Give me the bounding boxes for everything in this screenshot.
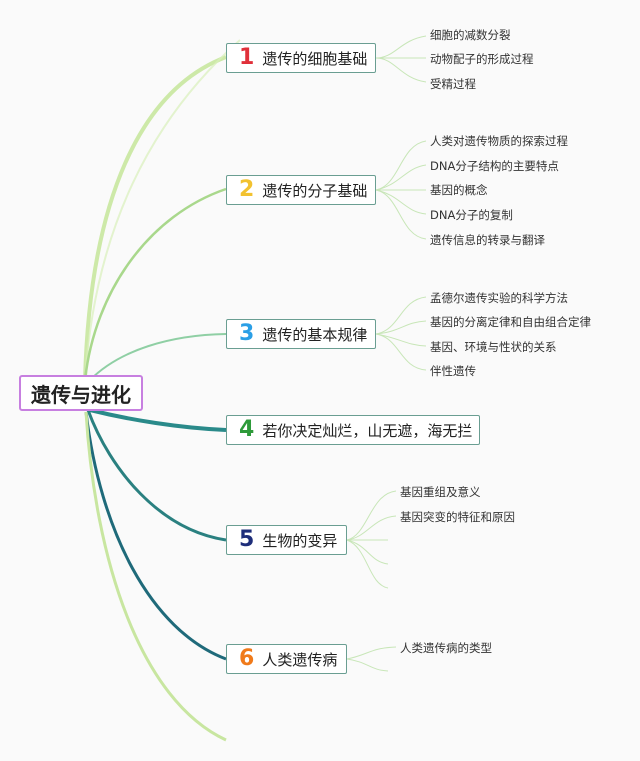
leaf-lines-3 [375,296,427,371]
link-root-branch-2 [83,187,227,381]
branch-label-6: 人类遗传病 [262,650,338,669]
root-node[interactable]: 遗传与进化 [19,375,143,411]
branch-label-4: 若你决定灿烂，山无遮，海无拦 [262,421,473,440]
leaf-3-1: 孟德尔遗传实验的科学方法 [430,291,568,305]
link-root-top-tail [84,39,241,381]
leaf-lines-2 [375,140,427,240]
branch-number-2: 2 [239,177,255,202]
leaf-6-1: 人类遗传病的类型 [400,641,492,655]
link-root-bottom-tail [84,411,227,742]
branch-label-3: 遗传的基本规律 [262,325,368,344]
branch-label-2: 遗传的分子基础 [262,181,368,200]
leaf-lines-5 [346,490,397,589]
link-root-branch-5 [86,409,227,542]
branch-number-4: 4 [239,417,255,442]
branch-node-3[interactable]: 3 遗传的基本规律 [226,319,376,349]
branch-number-1: 1 [239,45,255,70]
leaf-5-1: 基因重组及意义 [400,485,481,499]
branch-node-4[interactable]: 4 若你决定灿烂，山无遮，海无拦 [226,415,480,445]
leaf-lines-1 [375,35,427,83]
branch-number-3: 3 [239,321,255,346]
branch-number-6: 6 [239,646,255,671]
branch-label-5: 生物的变异 [262,531,338,550]
branch-node-1[interactable]: 1 遗传的细胞基础 [226,43,376,73]
link-root-branch-3 [89,333,227,381]
branch-node-6[interactable]: 6 人类遗传病 [226,644,347,674]
leaf-2-2: DNA分子结构的主要特点 [430,159,559,173]
branch-number-5: 5 [239,527,255,552]
leaf-3-3: 基因、环境与性状的关系 [430,340,557,354]
leaf-lines-6 [346,646,397,672]
leaf-3-2: 基因的分离定律和自由组合定律 [430,315,591,329]
leaf-3-4: 伴性遗传 [430,364,476,378]
leaf-2-4: DNA分子的复制 [430,208,513,222]
leaf-2-3: 基因的概念 [430,183,488,197]
leaf-2-5: 遗传信息的转录与翻译 [430,233,545,247]
link-root-branch-1 [83,55,227,381]
leaf-1-1: 细胞的减数分裂 [430,28,511,42]
leaf-1-3: 受精过程 [430,77,476,91]
branch-node-2[interactable]: 2 遗传的分子基础 [226,175,376,205]
branch-node-5[interactable]: 5 生物的变异 [226,525,347,555]
leaf-2-1: 人类对遗传物质的探索过程 [430,134,568,148]
leaf-1-2: 动物配子的形成过程 [430,52,534,66]
root-label: 遗传与进化 [31,382,131,407]
leaf-5-2: 基因突变的特征和原因 [400,510,515,524]
branch-label-1: 遗传的细胞基础 [262,49,368,68]
link-root-branch-6 [84,411,227,661]
link-root-branch-4 [89,408,227,432]
